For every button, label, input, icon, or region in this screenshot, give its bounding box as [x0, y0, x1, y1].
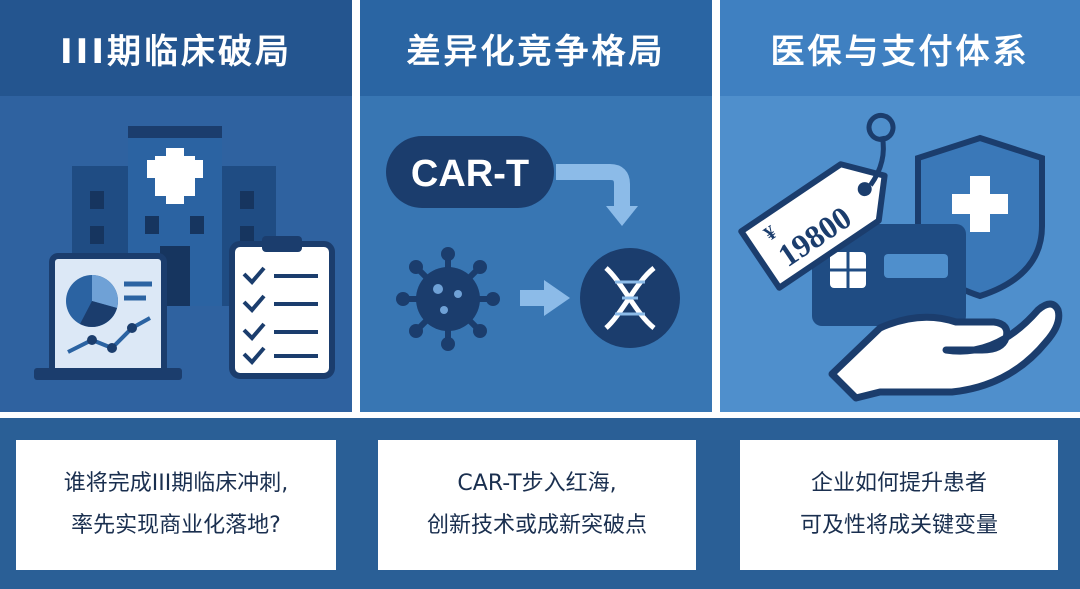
- caption-line: 企业如何提升患者: [810, 471, 987, 496]
- caption-card-competition: CAR-T步入红海, 创新技术或成新突破点: [378, 440, 696, 570]
- panel-title: III期临床破局: [60, 31, 292, 72]
- caption-card-phase3: 谁将完成III期临床冲刺, 率先实现商业化落地?: [16, 440, 336, 570]
- dna-icon: [580, 248, 680, 348]
- caption-line: 可及性将成关键变量: [799, 513, 998, 538]
- caption-text: CAR-T步入红海, 创新技术或成新突破点: [427, 463, 647, 547]
- caption-line: CAR-T步入红海,: [457, 471, 617, 496]
- panel-phase3: III期临床破局: [0, 0, 352, 412]
- phase3-illustration: [34, 126, 335, 380]
- car-t-pill: CAR-T: [386, 136, 554, 208]
- panel-insurance: 医保与支付体系 ¥: [720, 0, 1080, 412]
- caption-text: 谁将完成III期临床冲刺, 率先实现商业化落地?: [64, 463, 288, 547]
- panel-header: 医保与支付体系: [720, 0, 1080, 96]
- insurance-card-icon: [812, 224, 966, 326]
- panel-competition: 差异化竞争格局 CAR-T: [360, 0, 712, 412]
- price-tag-icon: ¥ 19800: [738, 112, 896, 291]
- virus-icon: [396, 247, 500, 351]
- caption-text: 企业如何提升患者 可及性将成关键变量: [800, 463, 998, 547]
- insurance-illustration: ¥ 19800: [738, 112, 1063, 402]
- competition-illustration: CAR-T: [386, 136, 680, 351]
- caption-line: 创新技术或成新突破点: [426, 513, 647, 538]
- clipboard-checklist-icon: [229, 236, 335, 379]
- caption-line: 谁将完成III期临床冲刺,: [63, 471, 289, 496]
- panel-title: 差异化竞争格局: [406, 31, 666, 72]
- panel-header: III期临床破局: [0, 0, 352, 96]
- arrow-down-icon: [556, 164, 638, 226]
- caption-line: 率先实现商业化落地?: [71, 513, 281, 538]
- open-hand-icon: [828, 300, 1063, 402]
- panel-header: 差异化竞争格局: [360, 0, 712, 96]
- panel-title: 医保与支付体系: [770, 31, 1030, 72]
- laptop-chart-icon: [34, 253, 182, 380]
- arrow-right-icon: [520, 280, 570, 316]
- caption-card-insurance: 企业如何提升患者 可及性将成关键变量: [740, 440, 1058, 570]
- car-t-label: CAR-T: [411, 153, 529, 195]
